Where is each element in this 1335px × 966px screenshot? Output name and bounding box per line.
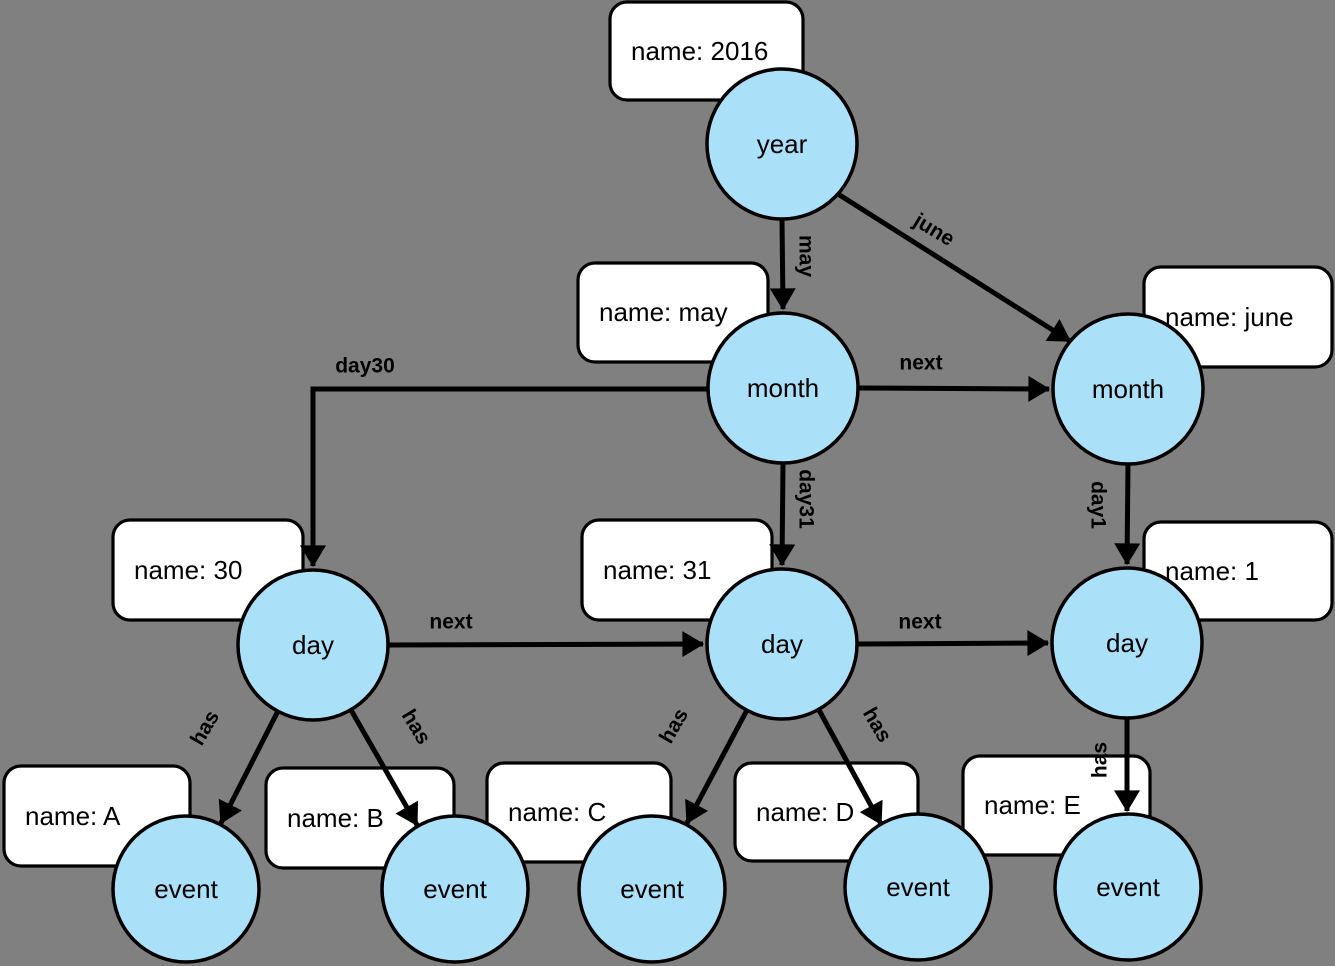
month-may-node bbox=[706, 311, 860, 465]
edge-label-has-e: has bbox=[1089, 742, 1112, 778]
property-box-day-1-text: name: 1 bbox=[1165, 556, 1259, 586]
edge-day30-to-event-b bbox=[348, 708, 420, 827]
property-box-month-june-text: name: june bbox=[1165, 302, 1294, 332]
property-box-month-may-rect bbox=[576, 261, 770, 364]
edge-label-day31: day31 bbox=[795, 469, 818, 529]
event-e-node-label: event bbox=[1096, 872, 1160, 902]
month-may-node-label: month bbox=[747, 373, 819, 403]
property-box-event-d-text: name: D bbox=[756, 797, 854, 827]
edge-year-to-june bbox=[836, 191, 1072, 344]
edges bbox=[218, 191, 1141, 827]
property-box-event-c-text: name: C bbox=[508, 797, 606, 827]
edge-year-to-may bbox=[769, 218, 796, 311]
edge-june-to-day1 bbox=[1114, 463, 1141, 566]
day-31-node bbox=[705, 567, 859, 721]
event-e-node bbox=[1053, 812, 1203, 962]
property-box-event-a-text: name: A bbox=[25, 801, 121, 831]
event-b-node-label: event bbox=[423, 874, 487, 904]
node-labels: year month month day day day event event… bbox=[154, 129, 1164, 904]
edge-may-to-day31 bbox=[769, 462, 796, 567]
event-c-node bbox=[577, 814, 727, 964]
event-b-node bbox=[380, 814, 530, 964]
month-june-node-label: month bbox=[1092, 374, 1164, 404]
edge-label-next-day31-1: next bbox=[898, 611, 941, 634]
property-box-day-31-text: name: 31 bbox=[603, 555, 711, 585]
property-box-event-b-text: name: B bbox=[287, 803, 384, 833]
property-box-year-text: name: 2016 bbox=[631, 36, 768, 66]
edge-day31-to-event-d bbox=[816, 708, 884, 826]
property-box-day-30-text: name: 30 bbox=[134, 555, 242, 585]
edge-day31-to-day1 bbox=[856, 630, 1050, 657]
property-box-month-may: name: may bbox=[576, 261, 770, 364]
day-31-node-label: day bbox=[761, 629, 803, 659]
event-c-node-label: event bbox=[620, 874, 684, 904]
property-box-day-1: name: 1 bbox=[1142, 520, 1334, 622]
event-d-node-label: event bbox=[886, 872, 950, 902]
event-a-node-label: event bbox=[154, 874, 218, 904]
property-box-month-june: name: june bbox=[1142, 265, 1334, 369]
edge-label-next-day30-31: next bbox=[429, 611, 472, 634]
day-30-node bbox=[236, 568, 390, 722]
day-1-node bbox=[1050, 566, 1204, 720]
nodes bbox=[111, 67, 1205, 964]
edge-day30-to-day31 bbox=[387, 631, 705, 658]
property-box-month-may-text: name: may bbox=[599, 297, 728, 327]
property-box-event-e-text: name: E bbox=[984, 790, 1081, 820]
edge-label-day30: day30 bbox=[335, 355, 395, 378]
event-d-node bbox=[843, 812, 993, 962]
year-node bbox=[705, 67, 859, 221]
event-a-node bbox=[111, 814, 261, 964]
edge-may-to-june bbox=[857, 375, 1051, 402]
edge-day30-to-event-a bbox=[218, 709, 281, 825]
year-node-label: year bbox=[757, 129, 808, 159]
day-30-node-label: day bbox=[292, 630, 334, 660]
edge-label-next-months: next bbox=[899, 352, 942, 375]
edge-may-to-day30 bbox=[300, 386, 708, 568]
month-june-node bbox=[1051, 312, 1205, 466]
edge-label-day1: day1 bbox=[1087, 481, 1110, 529]
edge-label-may: may bbox=[795, 235, 818, 277]
edge-day31-to-event-c bbox=[684, 708, 750, 825]
day-1-node-label: day bbox=[1106, 628, 1148, 658]
